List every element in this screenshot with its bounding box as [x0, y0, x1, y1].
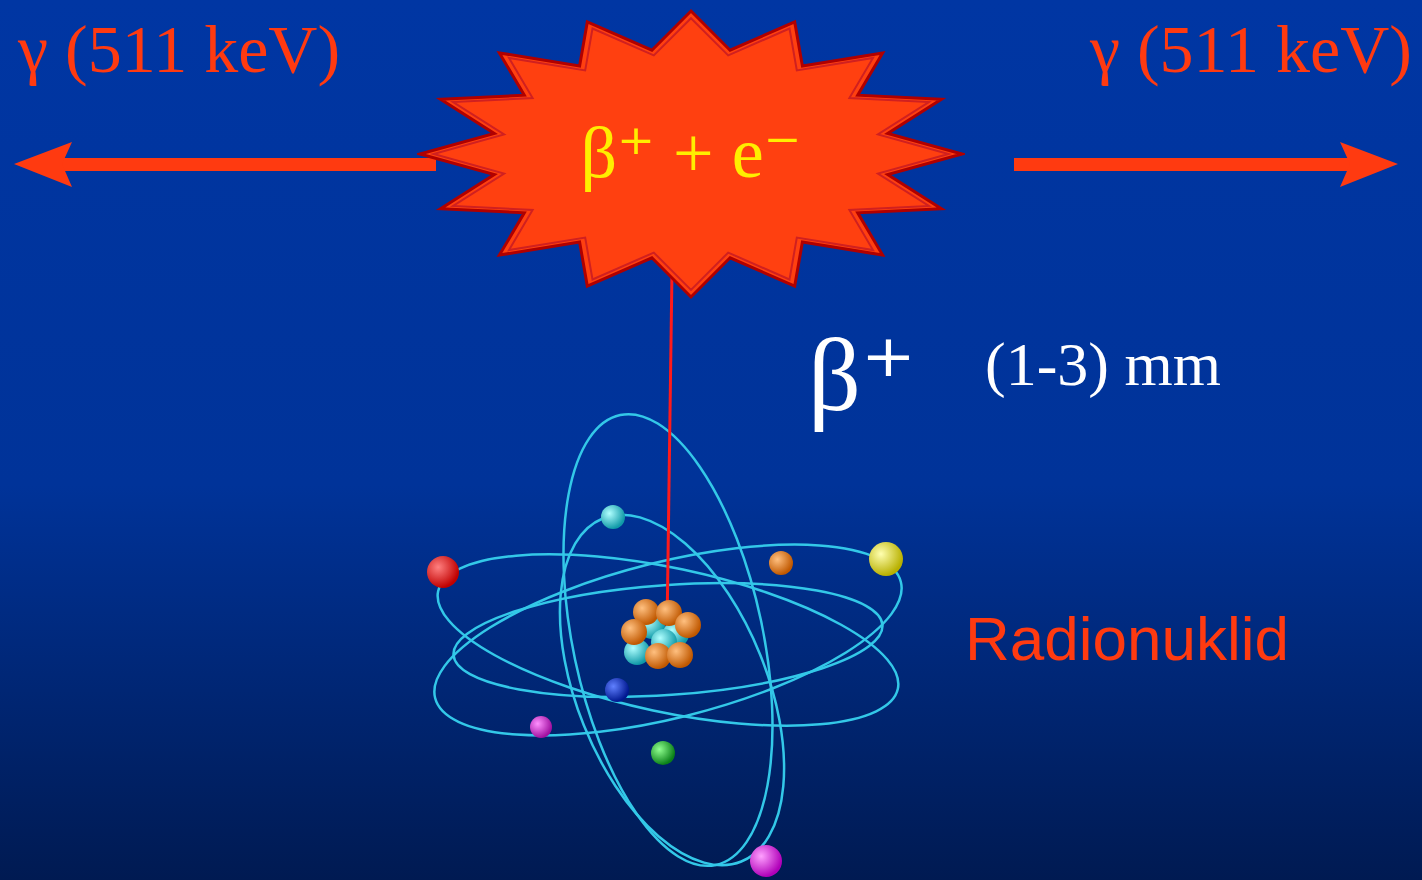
electron [869, 542, 903, 576]
range-label: (1-3) mm [985, 330, 1221, 398]
radionuclide-label: Radionuklid [965, 605, 1289, 673]
gamma-arrowhead [14, 142, 72, 187]
positron-label: β⁺ [808, 318, 916, 432]
electron [530, 716, 552, 738]
electrons [427, 505, 903, 877]
nucleon [621, 619, 647, 645]
nucleon [675, 612, 701, 638]
electron [750, 845, 782, 877]
electron [651, 741, 675, 765]
burst-inner-outline [434, 18, 949, 290]
electron [601, 505, 625, 529]
burst-text: β⁺ + e⁻ [580, 114, 801, 193]
gamma-arrow-shaft [1014, 158, 1364, 171]
gamma-arrow-shaft [58, 158, 436, 171]
nucleus [621, 599, 701, 669]
nucleon [667, 642, 693, 668]
electron [605, 678, 629, 702]
electron [769, 551, 793, 575]
orbit [515, 483, 830, 880]
gamma-label: γ (511 keV) [1090, 12, 1412, 87]
annihilation-burst: β⁺ + e⁻ [417, 8, 965, 300]
burst-shape [420, 11, 962, 297]
positron-path [667, 270, 672, 630]
gamma-arrowhead [1340, 142, 1398, 187]
electron [427, 556, 459, 588]
gamma-label: γ (511 keV) [18, 12, 340, 87]
